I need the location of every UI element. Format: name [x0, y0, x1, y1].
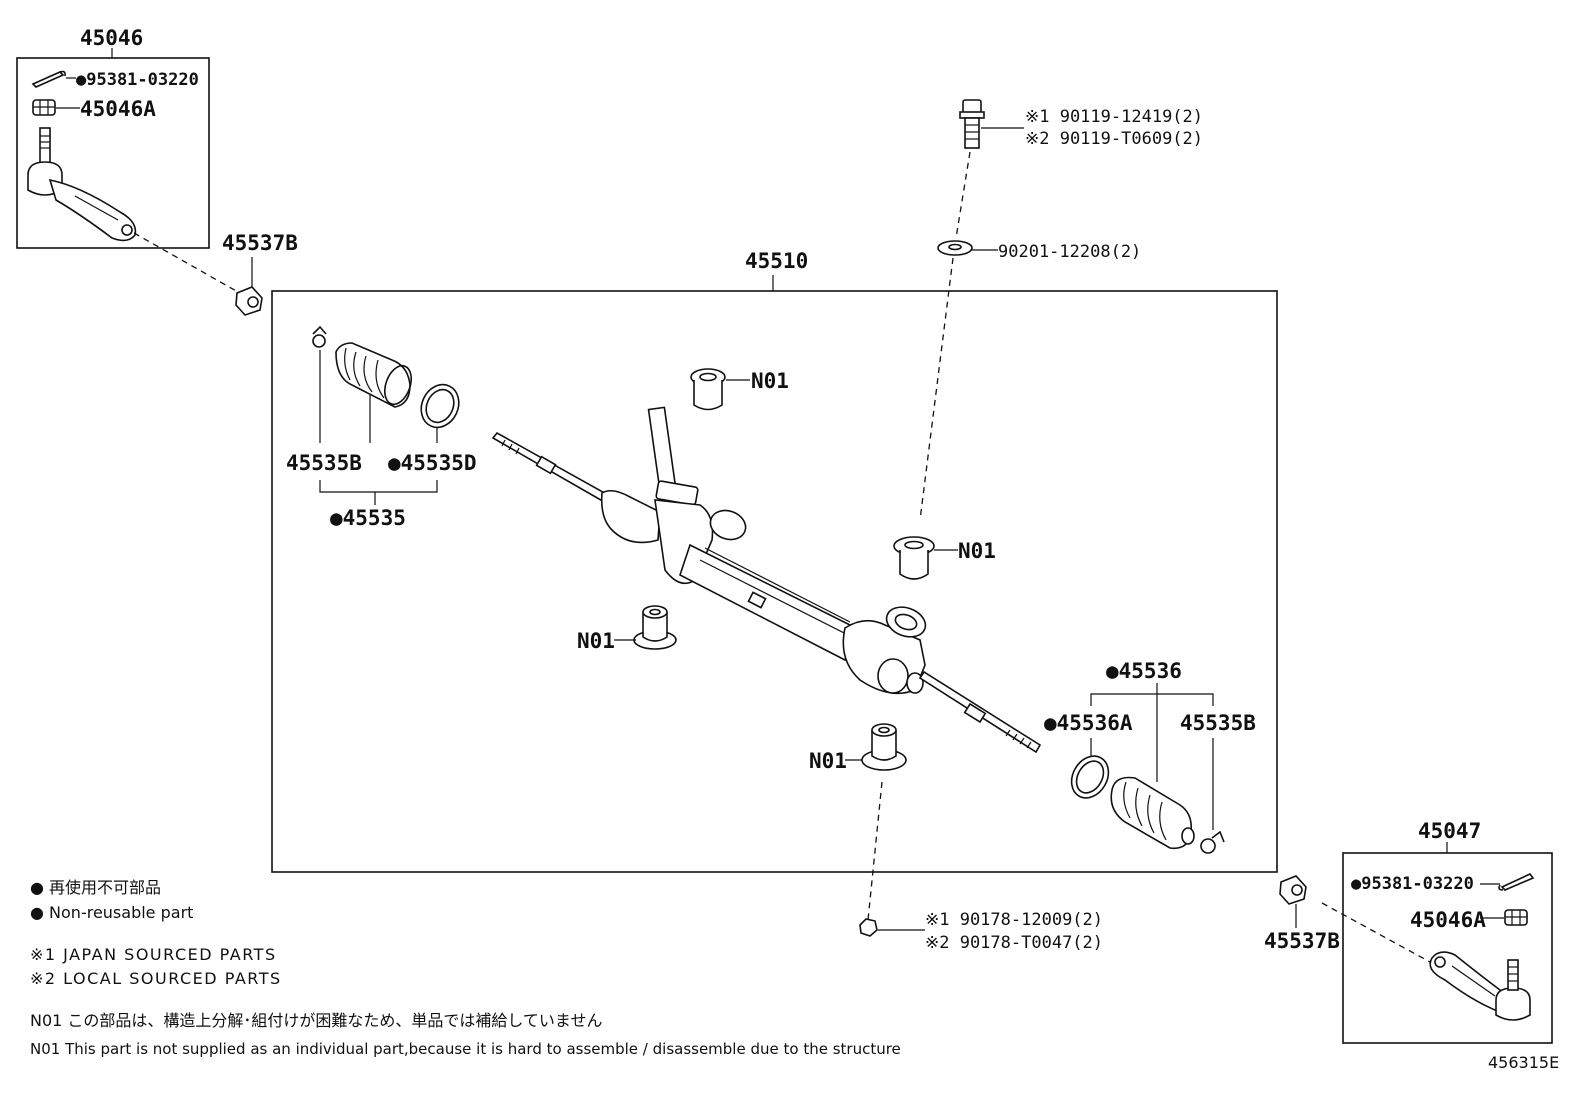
lock-nut-right-label: 45537B — [1264, 929, 1340, 953]
bushing-n01-top-label: N01 — [751, 369, 789, 393]
bushing-n01-bottom-icon — [861, 723, 907, 771]
steering-rack-icon — [491, 406, 1042, 754]
gear-assembly-frame — [271, 290, 1278, 873]
washer-label: 90201-12208(2) — [998, 242, 1141, 262]
legend-nonreusable-jp: ● 再使用不可部品 — [30, 878, 161, 897]
tie-rod-end-left-icon — [27, 127, 137, 242]
tie-rod-end-right-icon — [1429, 951, 1531, 1021]
boot-clamp-right-label: 45535B — [1180, 711, 1256, 735]
boot-band-right-label: ●45536A — [1044, 711, 1133, 735]
bushing-n01-right-label: N01 — [958, 539, 996, 563]
tie-rod-end-right-group: 45047 ●95381-03220 45046A — [1342, 819, 1553, 1044]
legend-japan-sourced: ※1 JAPAN SOURCED PARTS — [30, 945, 277, 964]
tie-rod-end-right-label: 45047 — [1418, 819, 1481, 843]
bolt-label-line1: ※1 90119-12419(2) — [1025, 107, 1203, 127]
cotter-pin-right-label: ●95381-03220 — [1351, 874, 1474, 894]
tie-rod-end-right-frame — [1342, 852, 1553, 1044]
cotter-pin-left-icon — [31, 70, 66, 88]
tie-rod-end-left-label: 45046 — [80, 26, 143, 50]
castle-nut-right-icon — [1504, 909, 1528, 926]
boot-band-left-icon — [420, 383, 460, 429]
legend-n01-jp: N01 この部品は、構造上分解･組付けが困難なため、単品では補給していません — [30, 1011, 602, 1030]
boot-band-left-label: ●45535D — [388, 451, 477, 475]
boot-clamp-left-icon — [312, 325, 327, 348]
lock-nut-left-label: 45537B — [222, 231, 298, 255]
nut-right-label: 45046A — [1410, 908, 1486, 932]
boot-clamp-left-label: 45535B — [286, 451, 362, 475]
castle-nut-left-icon — [32, 99, 56, 116]
bushing-n01-right-icon — [893, 536, 935, 580]
tie-rod-end-left-group: 45046 ●95381-03220 45046A — [16, 26, 210, 249]
dust-boot-right-icon — [1110, 776, 1195, 850]
cotter-pin-right-icon — [1498, 873, 1535, 891]
bushing-n01-bottom-label: N01 — [809, 749, 847, 773]
washer-icon — [937, 240, 973, 256]
dust-boot-left-icon — [335, 342, 412, 408]
boot-kit-left-label: ●45535 — [330, 506, 406, 530]
bushing-n01-left-icon — [633, 605, 677, 650]
legend-local-sourced: ※2 LOCAL SOURCED PARTS — [30, 969, 282, 988]
boot-clamp-right-icon — [1200, 830, 1225, 854]
tie-rod-end-left-frame — [16, 57, 210, 249]
boot-kit-right-label: ●45536 — [1106, 659, 1182, 683]
bushing-n01-top-icon — [690, 368, 726, 411]
bottom-nut-icon — [859, 918, 878, 937]
cotter-pin-left-label: ●95381-03220 — [76, 70, 199, 90]
lock-nut-right-icon — [1279, 875, 1307, 905]
gear-assembly-label: 45510 — [745, 249, 808, 273]
bolt-label-line2: ※2 90119-T0609(2) — [1025, 129, 1203, 149]
boot-band-right-icon — [1070, 755, 1110, 799]
nut-left-label: 45046A — [80, 97, 156, 121]
illustration-code: 456315E — [1488, 1053, 1559, 1072]
bushing-n01-left-label: N01 — [577, 629, 615, 653]
bottom-nut-label-line2: ※2 90178-T0047(2) — [925, 933, 1103, 953]
legend-n01-en: N01 This part is not supplied as an indi… — [30, 1040, 901, 1058]
bottom-nut-label-line1: ※1 90178-12009(2) — [925, 910, 1103, 930]
mounting-bolt-icon — [959, 99, 985, 149]
legend-nonreusable-en: ● Non-reusable part — [30, 903, 193, 922]
lock-nut-left-icon — [235, 286, 263, 316]
